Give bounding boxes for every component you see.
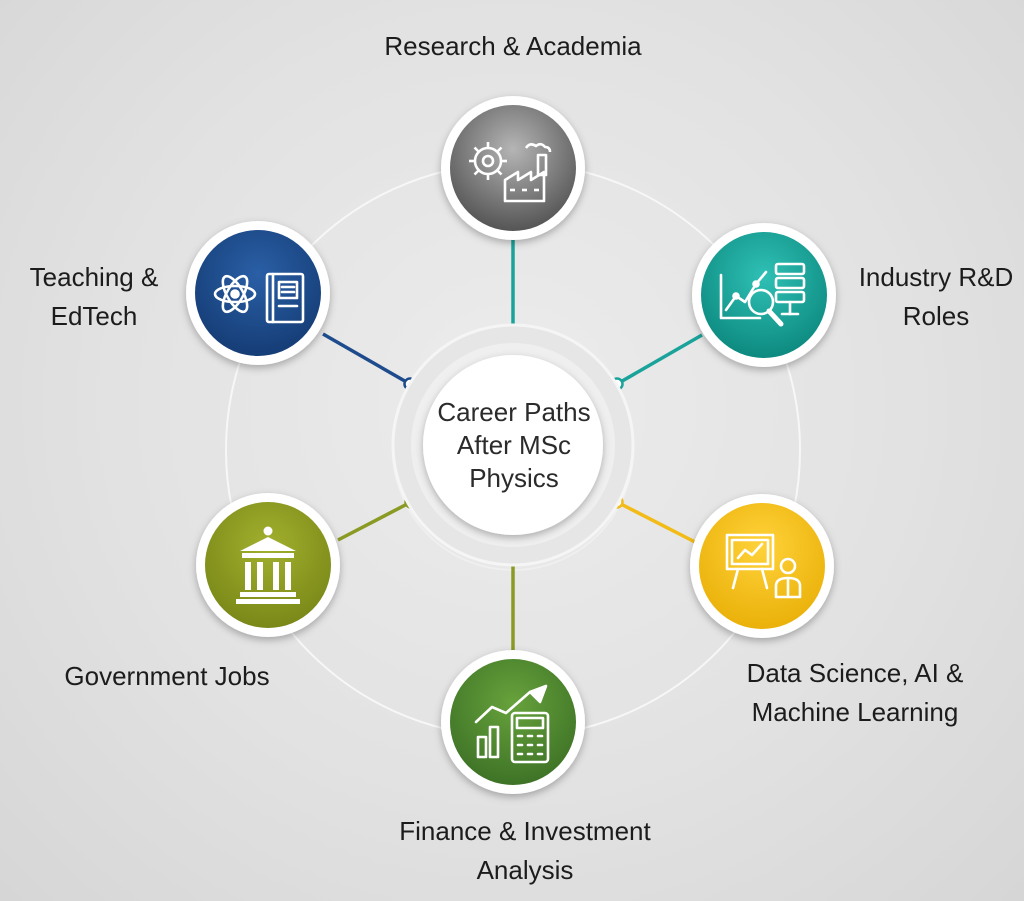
atom-book-icon	[213, 272, 305, 324]
label-finance: Finance & Investment Analysis	[375, 812, 675, 890]
label-industry: Industry R&D Roles	[836, 258, 1024, 336]
label-line: Finance & Investment	[399, 816, 651, 846]
label-line: Data Science, AI &	[746, 658, 964, 688]
label-datascience: Data Science, AI & Machine Learning	[728, 654, 982, 732]
label-line: Research & Academia	[384, 31, 642, 61]
label-teaching: Teaching & EdTech	[14, 258, 174, 336]
node-datascience	[690, 494, 834, 638]
presentation-board-icon	[725, 533, 802, 599]
label-line: Teaching &	[29, 262, 159, 292]
center-hub	[391, 323, 635, 567]
label-line: Roles	[902, 301, 970, 331]
center-title-line: Physics	[469, 463, 559, 493]
center-title: Career Paths After MSc Physics	[413, 396, 615, 495]
label-line: EdTech	[50, 301, 138, 331]
node-government	[196, 493, 340, 637]
label-line: Machine Learning	[751, 697, 959, 727]
connector-teaching	[322, 332, 411, 386]
connector-government	[337, 500, 412, 542]
government-building-icon	[236, 526, 300, 604]
connector-industry	[616, 333, 703, 386]
chart-magnifier-server-icon	[719, 262, 806, 327]
label-line: Government Jobs	[64, 661, 270, 691]
gear-factory-icon	[469, 142, 552, 203]
node-research	[441, 96, 585, 240]
growth-chart-calculator-icon	[474, 684, 550, 764]
label-research: Research & Academia	[363, 27, 663, 66]
node-teaching	[186, 221, 330, 365]
label-government: Government Jobs	[42, 657, 292, 696]
center-title-line: After MSc	[456, 430, 572, 460]
node-industry	[692, 223, 836, 367]
center-title-line: Career Paths	[437, 397, 591, 427]
label-line: Analysis	[476, 855, 574, 885]
node-finance	[441, 650, 585, 794]
label-line: Industry R&D	[858, 262, 1014, 292]
connector-datascience	[616, 500, 696, 544]
